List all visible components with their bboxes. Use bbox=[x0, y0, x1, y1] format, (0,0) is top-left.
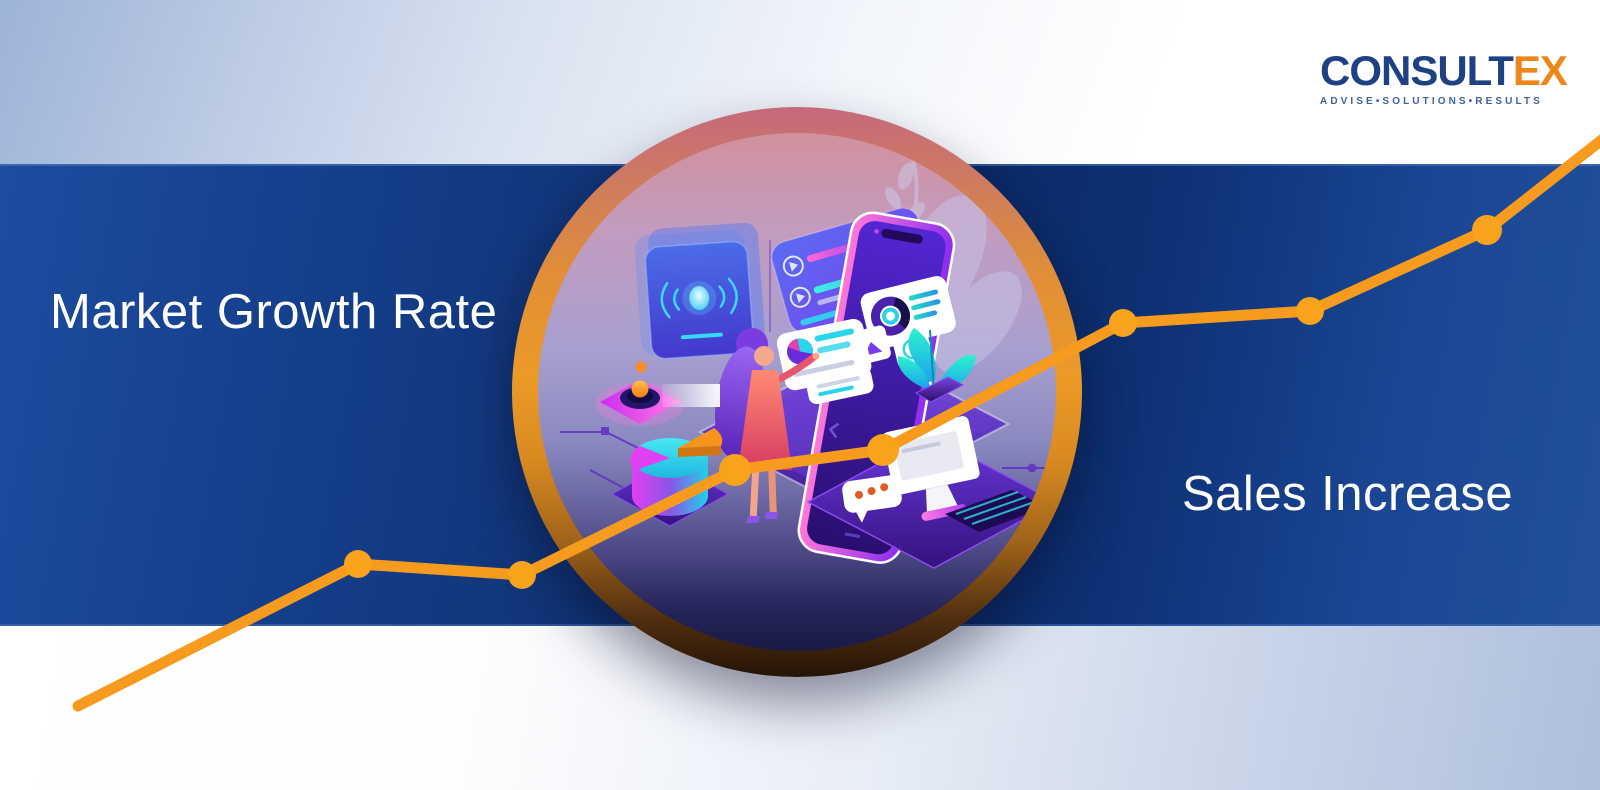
lens-platform bbox=[596, 361, 720, 426]
marketing-illustration bbox=[560, 159, 1056, 569]
headline-market-growth: Market Growth Rate bbox=[50, 285, 498, 339]
headline-sales-increase: Sales Increase bbox=[1182, 467, 1514, 521]
logo-text-accent: EX bbox=[1512, 47, 1568, 94]
consultex-logo: CONSULTEX ADVISE•SOLUTIONS•RESULTS bbox=[1320, 47, 1568, 108]
logo-text-primary: CONSULT bbox=[1320, 47, 1514, 94]
hero-circle-ring bbox=[512, 107, 1082, 677]
logo-wordmark: CONSULTEX bbox=[1320, 47, 1568, 94]
hero-circle bbox=[538, 133, 1056, 651]
logo-tagline: ADVISE•SOLUTIONS•RESULTS bbox=[1320, 96, 1543, 107]
